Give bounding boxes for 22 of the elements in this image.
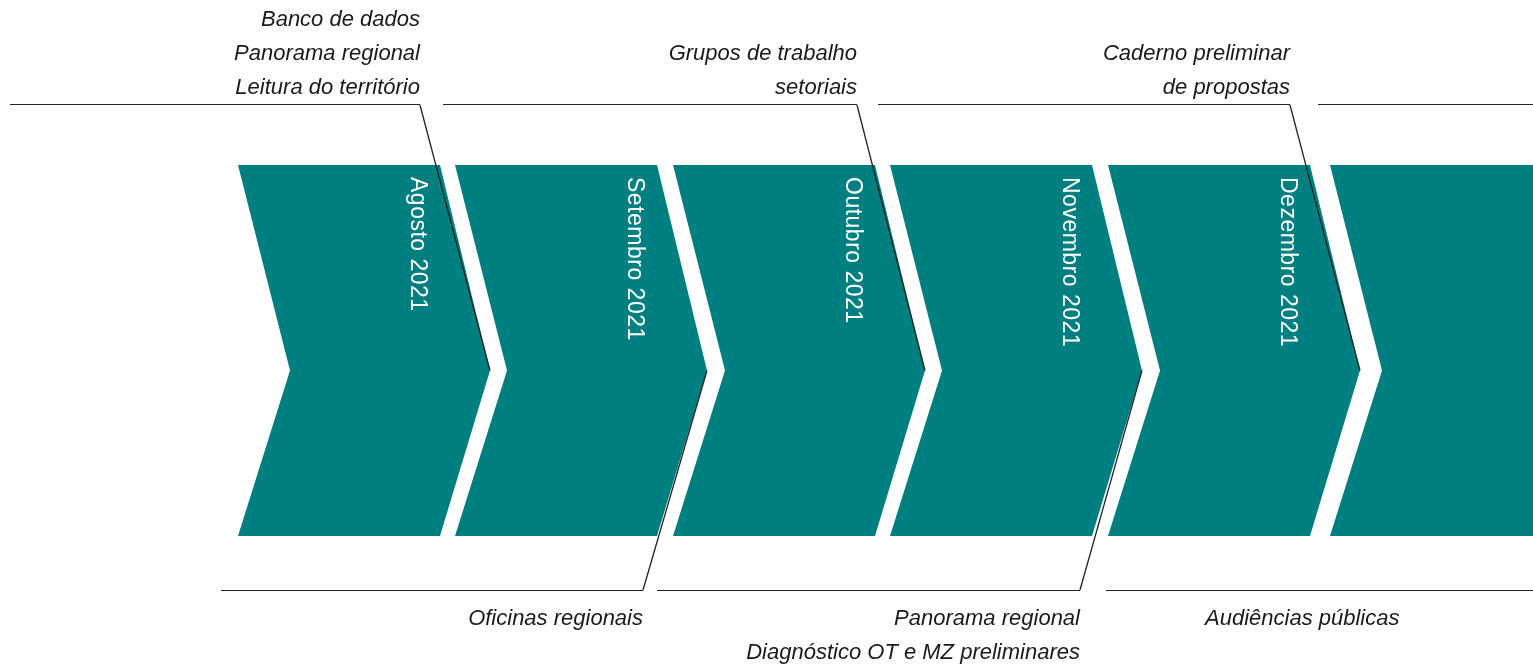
leader-line [642,369,708,591]
month-label: Outubro 2021 [840,177,867,324]
milestone-text: Caderno preliminar de propostas [878,30,1290,105]
chevron-shape [673,165,925,536]
month-label: Novembro 2021 [1057,177,1084,348]
chevron-shape [455,165,707,536]
milestone-text: Audiências públicas [1205,604,1400,632]
chevron-shape [890,165,1142,536]
month-label: Setembro 2021 [622,177,649,341]
month-label: Dezembro 2021 [1275,177,1302,348]
chevron-shape [1108,165,1360,536]
month-label: Agosto 2021 [405,177,432,312]
milestone-text: Oficinas regionais [221,590,643,640]
leader-line [419,104,491,372]
chevron-shape [238,165,490,536]
leader-line [856,104,926,372]
chevron-shape [1330,165,1533,536]
milestone-text: Banco de dados Panorama regional Leitura do território [10,0,420,105]
milestone-text: Panorama regional Diagnóstico OT e MZ preliminares [657,590,1080,664]
leader-line [1079,369,1143,591]
leader-line [1289,104,1361,372]
milestone-text: Grupos de trabalho setoriais [443,30,857,105]
